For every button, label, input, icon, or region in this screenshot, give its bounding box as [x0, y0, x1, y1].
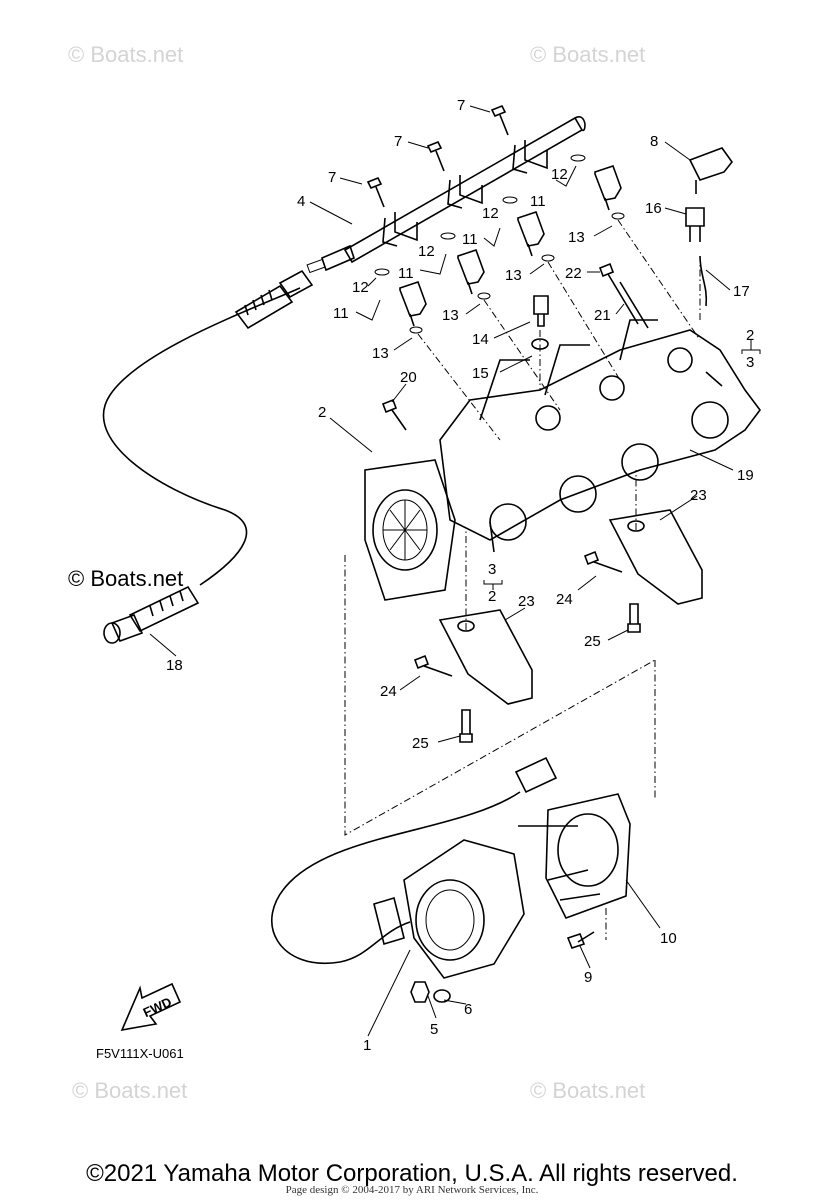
callout-1: 1: [363, 1037, 371, 1054]
page-credit: Page design © 2004-2017 by ARI Network S…: [285, 1184, 539, 1196]
callout-labels: 1 2 2 3 3 2 4 5 6 7 7 7 8 9 10 11 11 11 …: [166, 97, 754, 1054]
leader-lines: [149, 105, 761, 1037]
callout-11: 11: [398, 265, 414, 282]
callout-16: 16: [645, 200, 662, 217]
fuel-injectors: [374, 154, 625, 334]
callout-5: 5: [430, 1021, 438, 1038]
watermark-bottom-right: © Boats.net: [530, 1078, 645, 1103]
callout-12: 12: [482, 205, 499, 222]
callout-6: 6: [464, 1001, 472, 1018]
copyright-notice: ©2021 Yamaha Motor Corporation, U.S.A. A…: [86, 1160, 738, 1187]
fuel-rail: [306, 116, 586, 274]
callout-13: 13: [568, 229, 585, 246]
callout-25: 25: [412, 735, 429, 752]
callout-3: 3: [488, 561, 496, 578]
callout-13: 13: [505, 267, 522, 284]
callout-18: 18: [166, 657, 183, 674]
manifold-bolts: [381, 262, 723, 553]
callout-7: 7: [394, 133, 402, 150]
callout-21: 21: [594, 307, 611, 324]
fwd-label: FWD: [141, 994, 174, 1020]
callout-3: 3: [746, 354, 754, 371]
callout-11: 11: [462, 231, 478, 248]
callout-11: 11: [530, 193, 546, 210]
manifold-flange: [364, 459, 456, 601]
callout-8: 8: [650, 133, 658, 150]
callout-20: 20: [400, 369, 417, 386]
callout-14: 14: [472, 331, 489, 348]
watermark-center-left: © Boats.net: [68, 566, 183, 591]
throttle-body: [271, 756, 631, 1003]
mount-brackets: [413, 509, 703, 743]
fuel-hose: [102, 269, 314, 644]
callout-2: 2: [488, 588, 496, 605]
watermark-top-left: © Boats.net: [68, 42, 183, 67]
callout-12: 12: [352, 279, 369, 296]
callout-13: 13: [372, 345, 389, 362]
assembly-lines: [344, 219, 701, 940]
rail-bolts: [366, 104, 509, 208]
callout-23: 23: [518, 593, 535, 610]
watermark-top-right: © Boats.net: [530, 42, 645, 67]
callout-17: 17: [733, 283, 750, 300]
callout-25: 25: [584, 633, 601, 650]
callout-12: 12: [551, 166, 568, 183]
callout-15: 15: [472, 365, 489, 382]
callout-13: 13: [442, 307, 459, 324]
callout-9: 9: [584, 969, 592, 986]
figure-code: F5V111X-U061: [96, 1046, 184, 1061]
callout-7: 7: [457, 97, 465, 114]
pressure-sensor: [685, 147, 734, 307]
fwd-arrow-icon: FWD: [120, 982, 182, 1032]
callout-24: 24: [380, 683, 397, 700]
callout-24: 24: [556, 591, 573, 608]
watermark-bottom-left: © Boats.net: [72, 1078, 187, 1103]
callout-10: 10: [660, 930, 677, 947]
callout-4: 4: [297, 193, 305, 210]
intake-manifold: [439, 319, 761, 541]
callout-23: 23: [690, 487, 707, 504]
callout-22: 22: [565, 265, 582, 282]
callout-2: 2: [746, 327, 754, 344]
callout-2: 2: [318, 404, 326, 421]
callout-7: 7: [328, 169, 336, 186]
callout-12: 12: [418, 243, 435, 260]
callout-11: 11: [333, 305, 349, 322]
callout-19: 19: [737, 467, 754, 484]
